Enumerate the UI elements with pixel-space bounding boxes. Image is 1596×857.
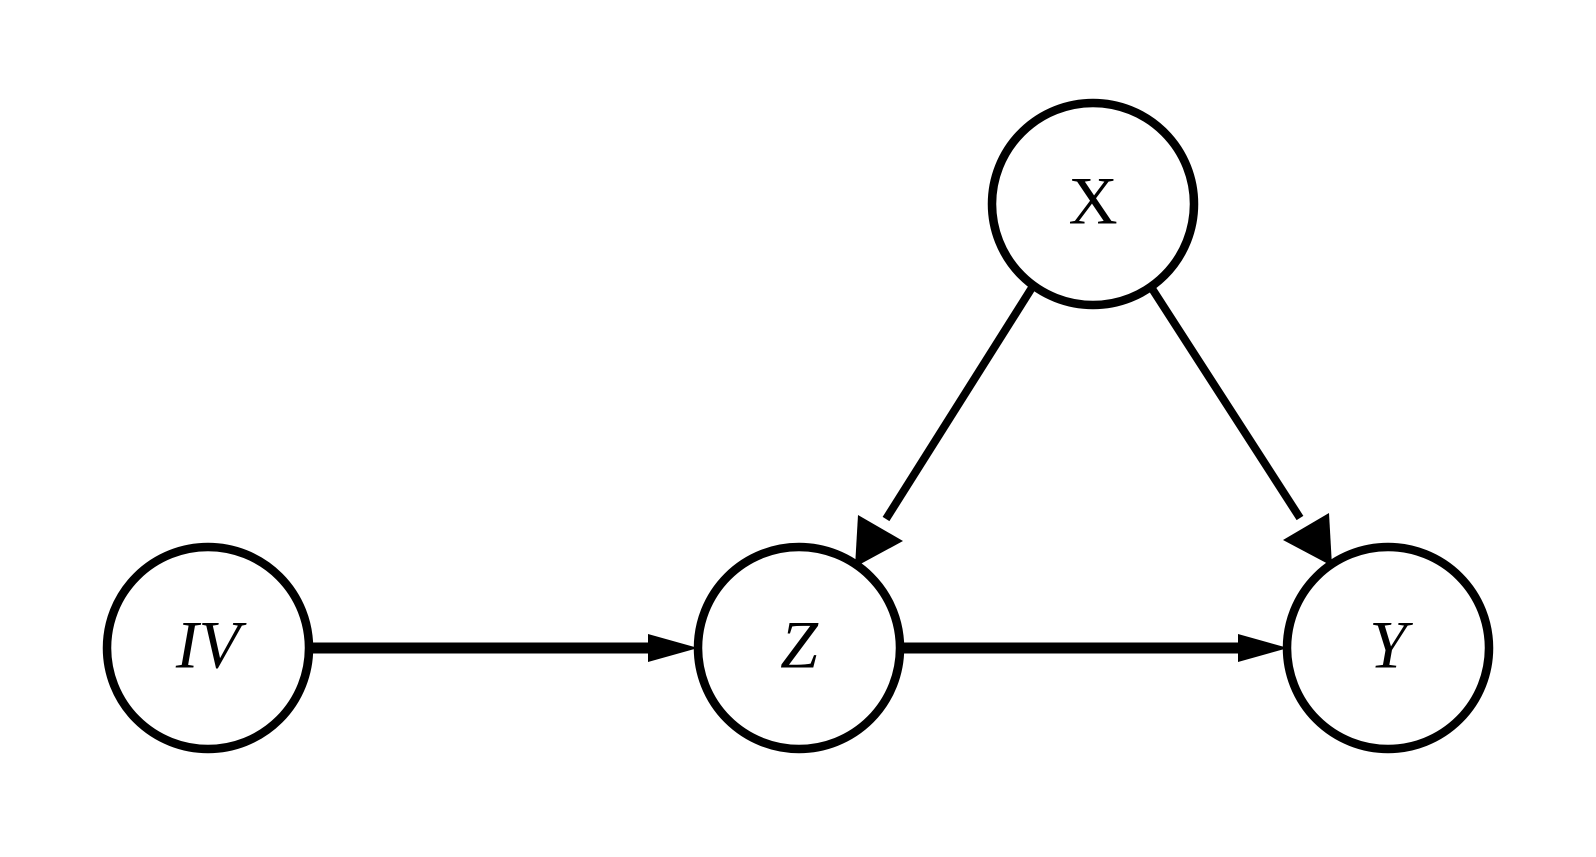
node-y-circle [1282,542,1494,754]
node-iv-circle [102,542,314,754]
edge-x-to-z-arrowhead [855,515,903,567]
node-x-label: X [1068,163,1117,239]
node-x[interactable]: X [987,98,1199,310]
edge-x-to-y-arrowhead [1283,513,1332,566]
edge-iv-to-z-arrowhead [648,634,698,662]
node-iv[interactable]: IV [102,542,314,754]
node-z-circle [693,542,905,754]
edge-x-to-y[interactable] [1147,284,1332,566]
edge-x-to-y-shaft [1147,284,1304,521]
node-z-label: Z [780,607,819,683]
edge-x-to-z[interactable] [855,283,1037,567]
edge-z-to-y[interactable] [900,634,1288,662]
edge-iv-to-z[interactable] [309,634,698,662]
node-iv-label: IV [175,607,248,683]
edge-x-to-z-shaft [882,283,1037,522]
node-y-label: Y [1369,607,1413,683]
edge-z-to-y-arrowhead [1238,634,1288,662]
node-x-circle [987,98,1199,310]
node-z[interactable]: Z [693,542,905,754]
node-y[interactable]: Y [1282,542,1494,754]
